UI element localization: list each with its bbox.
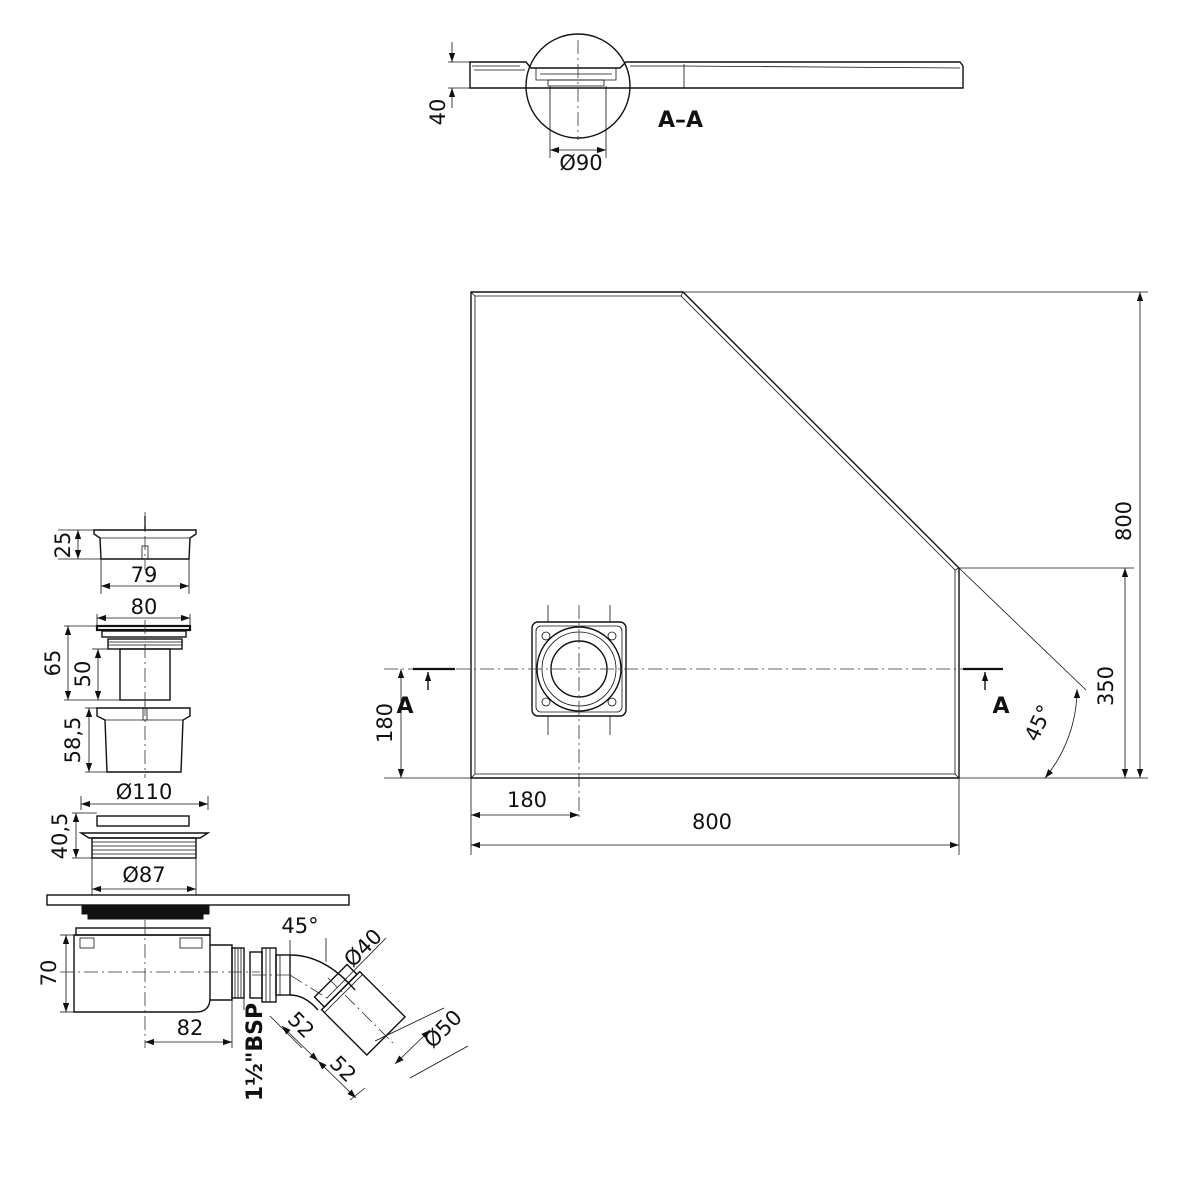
waste-parts-view: 25 79 80 65 50 <box>37 512 469 1101</box>
tray-outline <box>470 291 960 779</box>
grate-width-label: 79 <box>131 563 158 587</box>
section-label: A–A <box>658 108 703 133</box>
elbow-leg-1-label: 52 <box>283 1007 319 1043</box>
tray-width-dimension: 800 <box>471 778 960 855</box>
tray-plan-view: A A 180 180 800 800 <box>373 291 1148 855</box>
waste-offset-y-label: 180 <box>373 703 397 743</box>
grate-height-label: 25 <box>51 532 75 559</box>
flange-diameter-label: Ø110 <box>116 780 173 804</box>
strainer-body-height-label: 50 <box>71 661 95 688</box>
tray-depth-label: 800 <box>1112 501 1136 541</box>
cut-marker-right: A <box>963 667 1010 719</box>
nut-height-label: 40,5 <box>48 813 72 860</box>
strainer-part: 80 65 50 <box>41 595 192 706</box>
angle-dimension: 45° <box>958 567 1087 779</box>
section-view: 40 A–A Ø90 <box>426 33 964 175</box>
thread-diameter-label: Ø87 <box>122 863 165 887</box>
outlet-pipe-label: Ø50 <box>419 1005 467 1053</box>
tray-width-label: 800 <box>692 810 732 834</box>
grate-part: 25 79 <box>51 512 197 594</box>
elbow-angle-label: 45° <box>281 914 318 938</box>
section-profile <box>469 61 964 89</box>
tray-depth-dimension: 800 <box>683 291 1148 779</box>
angle-label: 45° <box>1020 701 1057 745</box>
thread-spec-label: 1½"BSP <box>243 1003 268 1101</box>
trap-height-label: 70 <box>37 960 61 987</box>
outlet-diameter-label: Ø90 <box>559 151 602 175</box>
body-part: 58,5 <box>61 702 191 778</box>
section-height-dimension: 40 <box>426 42 470 125</box>
cut-marker-left: A <box>396 667 455 719</box>
waste-offset-y-dimension: 180 <box>373 669 471 779</box>
waste-offset-x-label: 180 <box>507 788 547 812</box>
trap-offset-label: 82 <box>177 1016 204 1040</box>
waste-offset-x-dimension: 180 <box>470 778 579 855</box>
strainer-total-height-label: 65 <box>41 650 65 677</box>
outlet-diameter-dimension: Ø90 <box>549 86 607 175</box>
short-side-dimension: 350 <box>959 567 1134 778</box>
body-height-label: 58,5 <box>61 717 85 764</box>
nut-part: Ø110 40,5 Ø87 <box>48 780 211 895</box>
section-height-label: 40 <box>426 99 450 126</box>
strainer-width-label: 80 <box>131 595 158 619</box>
elbow-part: 45° Ø40 Ø50 52 52 <box>249 914 469 1101</box>
trap-part: 70 82 1½"BSP <box>37 894 350 1101</box>
short-side-label: 350 <box>1094 666 1118 706</box>
cut-marker-left-label: A <box>396 694 413 719</box>
elbow-leg-2-label: 52 <box>325 1051 361 1087</box>
cut-marker-right-label: A <box>992 694 1009 719</box>
